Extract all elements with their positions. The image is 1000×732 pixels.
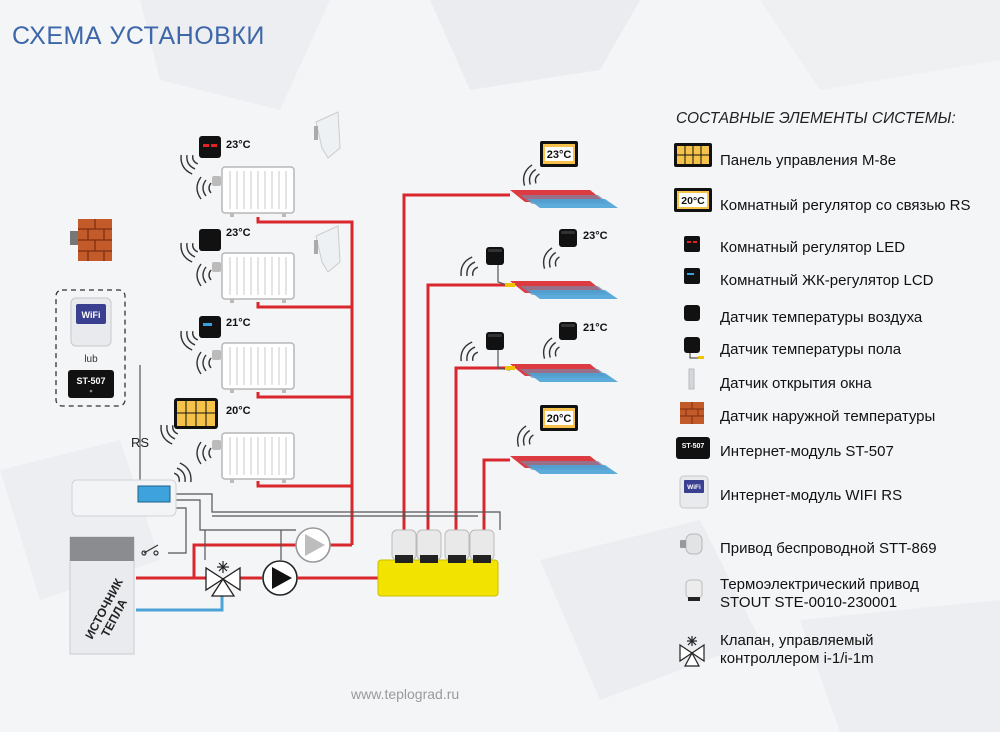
wifi-label: WiFi	[82, 310, 101, 320]
temp-rad1: 23°C	[226, 139, 251, 151]
legend-label: Интернет-модуль WIFI RS	[720, 487, 903, 504]
floor-loop-2	[510, 281, 618, 299]
st507-module-icon: ST-507	[676, 437, 710, 459]
temp-rad2: 23°C	[226, 227, 251, 239]
heat-source: ИСТОЧНИК ТЕПЛА	[69, 536, 135, 655]
floor-controller-b	[486, 247, 504, 265]
radiator-4	[221, 432, 295, 484]
temp-floor-b: 23°C	[583, 230, 608, 242]
st507-label: ST-507	[76, 376, 105, 386]
valve-icon	[679, 636, 705, 667]
legend-label: Датчик наружной температуры	[720, 408, 936, 425]
window-sensor-icon	[688, 368, 695, 390]
outdoor-sensor-icon	[680, 402, 704, 424]
air-sensor-icon	[684, 305, 700, 321]
floor-sensor-icon	[684, 337, 704, 359]
wireless-actuator-icon	[680, 533, 703, 555]
legend-label-line2: контроллером i-1/i-1m	[720, 650, 874, 667]
svg-text:ST-507: ST-507	[682, 443, 705, 450]
legend-label: Датчик температуры пола	[720, 341, 902, 358]
wifi-module-icon: WiFi	[679, 475, 709, 509]
temp-floor-d: 20°C	[547, 413, 572, 425]
legend-item-thermal-actuator: Термоэлектрический привод STOUT STE-0010…	[660, 576, 1000, 611]
legend-item-wireless-actuator: Привод беспроводной STT-869	[660, 534, 1000, 564]
hub-label: lub	[84, 354, 98, 365]
legend-label-line2: STOUT STE-0010-230001	[720, 594, 898, 611]
floor-sensor	[505, 283, 515, 370]
svg-text:20°C: 20°C	[681, 195, 705, 207]
radiator-1	[221, 166, 295, 218]
legend-item-window-sensor: Датчик открытия окна	[660, 369, 1000, 399]
internet-modules-box: WiFi lub ST-507	[55, 289, 126, 407]
page-title: СХЕМА УСТАНОВКИ	[12, 22, 265, 50]
legend-label: Панель управления М-8е	[720, 152, 897, 169]
rs-regulator-top: 23°C	[540, 141, 578, 167]
legend-item-led-regulator: Комнатный регулятор LED	[660, 233, 1000, 263]
temp-floor-c: 21°C	[583, 322, 608, 334]
control-panel-icon	[674, 143, 712, 167]
legend-label: Датчик открытия окна	[720, 375, 872, 392]
legend-item-air-sensor: Датчик температуры воздуха	[660, 303, 1000, 333]
floor-controller-c	[486, 332, 504, 350]
legend-item-st507: Интернет-модуль ST-507	[660, 437, 1000, 467]
legend-item-lcd-regulator: Комнатный ЖК-регулятор LCD	[660, 266, 1000, 296]
outdoor-sensor	[70, 219, 112, 261]
switch	[141, 544, 159, 556]
rs-regulator-bottom: 20°C	[540, 405, 578, 431]
air-sensor-floor-c	[559, 322, 577, 340]
radiator-2	[221, 252, 295, 304]
legend-item-outdoor-sensor: Датчик наружной температуры	[660, 402, 1000, 432]
website-url: www.teplograd.ru	[351, 686, 460, 702]
main-controller	[71, 479, 177, 517]
control-panel	[174, 398, 218, 429]
legend-label: Привод беспроводной STT-869	[720, 540, 937, 557]
temp-rad3: 21°C	[226, 317, 251, 329]
air-sensor-floor-b	[559, 229, 577, 247]
lcd-regulator-icon	[684, 268, 700, 284]
legend-label: Датчик температуры воздуха	[720, 309, 923, 326]
temp-floor-a: 23°C	[547, 149, 572, 161]
legend-label: Интернет-модуль ST-507	[720, 443, 894, 460]
legend-label-line1: Клапан, управляемый	[720, 632, 874, 649]
legend-item-valve: Клапан, управляемый контроллером i-1/i-1…	[660, 632, 1000, 667]
temp-rad4: 20°C	[226, 405, 251, 417]
radiator-3	[221, 342, 295, 394]
wireless-actuator	[212, 176, 221, 450]
legend-label: Комнатный регулятор со связью RS	[720, 197, 971, 214]
floor-loop-3	[510, 364, 618, 382]
rs-label: RS	[131, 435, 149, 450]
rs-regulator-icon: 20°C	[674, 188, 712, 212]
legend-icons: 20°C ST-507 WiFi	[674, 143, 712, 667]
legend-heading: СОСТАВНЫЕ ЭЛЕМЕНТЫ СИСТЕМЫ:	[676, 110, 956, 127]
legend-item-control-panel: Панель управления М-8е	[660, 146, 1000, 176]
pump-secondary	[295, 527, 331, 563]
return-pipes	[136, 592, 224, 612]
svg-text:WiFi: WiFi	[687, 484, 701, 491]
led-regulator-icon	[684, 236, 700, 252]
legend-item-wifi-module: Интернет-модуль WIFI RS	[660, 481, 1000, 511]
legend-label: Комнатный регулятор LED	[720, 239, 906, 256]
mixing-valve	[205, 561, 241, 597]
thermal-actuator-icon	[685, 579, 703, 601]
floor-loop-4	[510, 456, 618, 474]
legend-label-line1: Термоэлектрический привод	[720, 576, 919, 593]
air-sensor	[199, 229, 221, 251]
floor-manifold	[377, 529, 499, 597]
legend-item-floor-sensor: Датчик температуры пола	[660, 335, 1000, 365]
legend-item-rs-regulator: Комнатный регулятор со связью RS	[660, 191, 1000, 221]
pump-main	[262, 560, 298, 596]
legend-label: Комнатный ЖК-регулятор LCD	[720, 272, 934, 289]
led-regulator	[199, 136, 221, 158]
window-sensor	[314, 111, 341, 273]
floor-loop-1	[510, 190, 618, 208]
thermal-actuators	[391, 529, 495, 563]
lcd-regulator	[199, 316, 221, 338]
